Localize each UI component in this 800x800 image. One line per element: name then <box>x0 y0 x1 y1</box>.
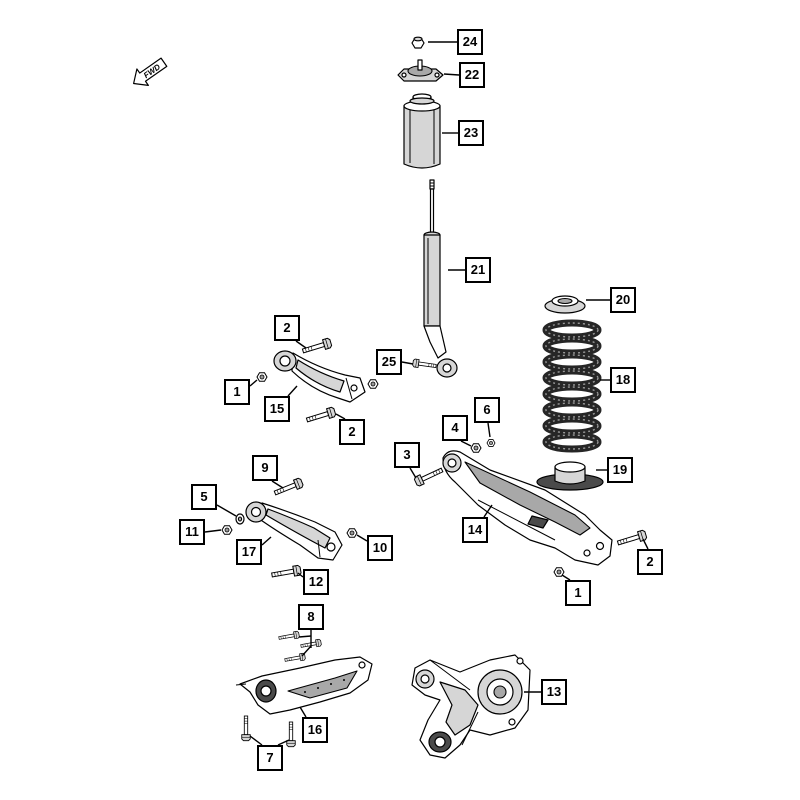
part-24-nut <box>411 36 425 49</box>
part-6-nut-trailing-arm <box>486 439 496 447</box>
leader-line-11 <box>204 529 222 533</box>
callout-14: 14 <box>462 517 488 543</box>
part-2-bolt-upper-arm <box>301 337 333 357</box>
part-18-coil-spring <box>542 319 602 453</box>
callout-25: 25 <box>376 349 402 375</box>
leader-lines <box>204 41 649 746</box>
callout-4: 4 <box>442 415 468 441</box>
leader-line-14 <box>483 504 493 518</box>
part-15-upper-control-arm <box>273 350 366 403</box>
callout-20: 20 <box>610 287 636 313</box>
leader-line-2c <box>642 538 649 550</box>
callout-5: 5 <box>191 484 217 510</box>
part-14-trailing-arm <box>442 450 613 566</box>
callout-17: 17 <box>236 539 262 565</box>
part-5-washer <box>235 513 245 525</box>
callout-18: 18 <box>610 367 636 393</box>
callout-10: 10 <box>367 535 393 561</box>
part-22-shock-mount <box>397 59 444 82</box>
callout-11: 11 <box>179 519 205 545</box>
callout-2-upper-arm: 2 <box>274 315 300 341</box>
callout-12: 12 <box>303 569 329 595</box>
part-3-bolt-trailing-arm <box>413 464 445 488</box>
callout-1-trailing-arm: 1 <box>565 580 591 606</box>
leader-line-8-a <box>298 635 312 638</box>
nut-upper-arm-outboard <box>367 379 379 389</box>
callout-24: 24 <box>457 29 483 55</box>
part-10-nut-lateral-arm <box>346 528 358 538</box>
leader-line-3 <box>409 467 417 479</box>
fwd-arrow-icon: FWD <box>133 57 168 86</box>
part-20-upper-spring-isolator <box>544 295 586 314</box>
callout-19: 19 <box>607 457 633 483</box>
part-2-bolt-upper-arm-outboard <box>305 406 337 426</box>
part-25-bolt <box>412 358 437 371</box>
part-8-bolt-a <box>278 630 300 642</box>
leader-line-8-c <box>301 645 312 657</box>
callout-8: 8 <box>298 604 324 630</box>
callout-7: 7 <box>257 745 283 771</box>
part-1-nut-upper-arm <box>256 372 268 382</box>
leader-line-12 <box>297 572 304 578</box>
leader-line-22 <box>443 73 460 76</box>
callout-21: 21 <box>465 257 491 283</box>
leader-line-2a <box>295 340 307 349</box>
part-7-bolt-a <box>241 715 251 742</box>
leader-line-2b <box>335 413 346 420</box>
part-16-lower-control-arm <box>235 656 373 715</box>
part-23-dust-boot <box>403 93 441 169</box>
callout-9: 9 <box>252 455 278 481</box>
part-19-lower-spring-isolator <box>536 461 604 491</box>
callout-6: 6 <box>474 397 500 423</box>
part-21-shock-absorber <box>423 179 458 378</box>
leader-line-1b <box>561 574 571 581</box>
callout-3: 3 <box>394 442 420 468</box>
callout-23: 23 <box>458 120 484 146</box>
callout-2-trailing-arm: 2 <box>637 549 663 575</box>
part-4-nut-trailing-arm <box>470 443 482 453</box>
part-17-lateral-arm <box>245 501 343 561</box>
leader-line-4 <box>460 440 472 447</box>
leader-line-15 <box>287 385 298 397</box>
callout-13: 13 <box>541 679 567 705</box>
leader-line-7-a <box>249 735 263 746</box>
leader-line-25 <box>401 361 414 365</box>
part-2-bolt-trailing-arm <box>616 529 648 549</box>
leader-line-16 <box>299 706 307 718</box>
leader-line-9 <box>271 480 284 489</box>
part-13-knuckle <box>411 654 531 759</box>
leader-line-7-b <box>277 739 290 746</box>
part-7-bolt-b <box>286 721 296 748</box>
callout-15: 15 <box>264 396 290 422</box>
leader-line-1a <box>249 379 258 387</box>
leader-line-5 <box>216 504 237 517</box>
callout-16: 16 <box>302 717 328 743</box>
callout-22: 22 <box>459 62 485 88</box>
leader-line-6 <box>487 422 491 438</box>
leader-line-10 <box>356 534 368 542</box>
leader-line-17 <box>261 536 272 546</box>
part-12-bolt-lateral-arm <box>270 564 302 581</box>
part-11-nut-lateral-arm <box>221 525 233 535</box>
callout-1-upper-arm: 1 <box>224 379 250 405</box>
callout-2-upper-arm-outboard: 2 <box>339 419 365 445</box>
